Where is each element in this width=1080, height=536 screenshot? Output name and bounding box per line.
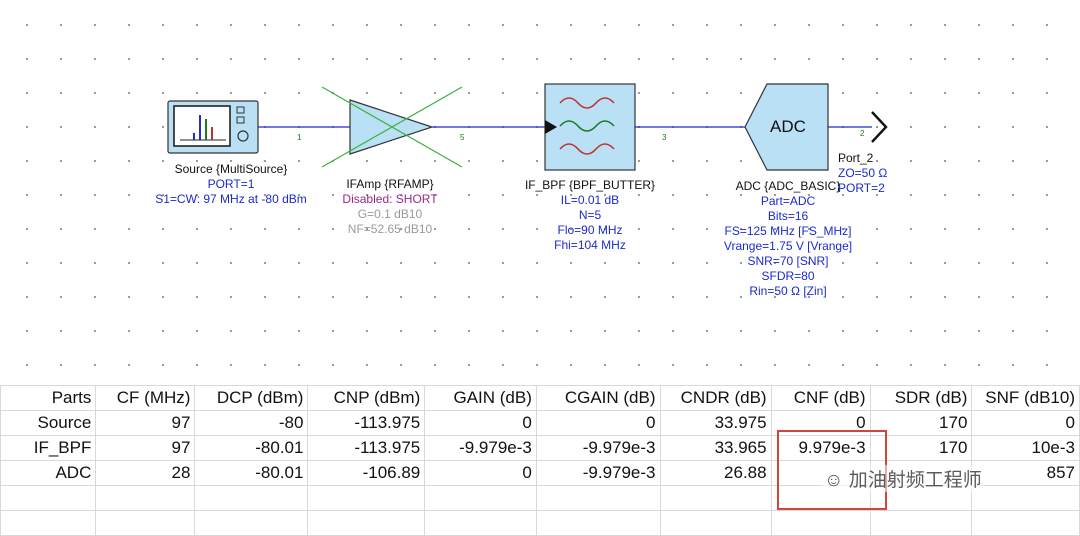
schematic-drawing bbox=[167, 83, 888, 171]
net-number-5: 5 bbox=[460, 133, 465, 142]
table-cell[interactable]: 0 bbox=[424, 460, 537, 486]
table-cell[interactable]: 97 bbox=[95, 435, 196, 461]
net-number-3: 3 bbox=[662, 133, 667, 142]
table-row-empty[interactable] bbox=[0, 510, 1080, 536]
column-header[interactable]: Parts bbox=[0, 385, 97, 411]
table-cell[interactable]: -106.89 bbox=[307, 460, 426, 486]
adc-component[interactable] bbox=[744, 83, 829, 171]
source-name: Source {MultiSource} bbox=[174, 162, 288, 176]
adc-snr: SNR=70 [SNR] bbox=[747, 254, 829, 268]
port2-zo: ZO=50 Ω bbox=[838, 166, 888, 180]
table-cell[interactable]: -80.01 bbox=[194, 460, 309, 486]
table-cell[interactable]: -80.01 bbox=[194, 435, 309, 461]
bpf-flo: Flo=90 MHz bbox=[557, 223, 623, 237]
table-cell[interactable]: 26.88 bbox=[659, 460, 772, 486]
table-cell[interactable]: 33.975 bbox=[659, 410, 772, 436]
watermark: ☺ 加油射频工程师 bbox=[822, 465, 984, 492]
results-table-panel[interactable]: Parts CF (MHz) DCP (dBm) CNP (dBm) GAIN … bbox=[0, 385, 1080, 536]
table-cell[interactable]: 0 bbox=[971, 410, 1080, 436]
ifamp-name: IFAmp {RFAMP} bbox=[346, 177, 434, 191]
table-cell[interactable]: 857 bbox=[971, 460, 1080, 486]
results-table[interactable]: Parts CF (MHz) DCP (dBm) CNP (dBm) GAIN … bbox=[0, 385, 1080, 536]
bpf-n: N=5 bbox=[578, 208, 602, 222]
adc-bits: Bits=16 bbox=[767, 209, 809, 223]
ifamp-nf: NF=52.65 dB10 bbox=[347, 222, 433, 236]
adc-vrange: Vrange=1.75 V [Vrange] bbox=[723, 239, 853, 253]
ifamp-labels: IFAmp {RFAMP} Disabled: SHORT G=0.1 dB10… bbox=[330, 177, 450, 237]
column-header[interactable]: CNDR (dB) bbox=[659, 385, 772, 411]
source-component[interactable] bbox=[167, 100, 259, 154]
ifamp-status: Disabled: SHORT bbox=[342, 192, 438, 206]
table-cell[interactable]: -113.975 bbox=[307, 410, 426, 436]
table-cell[interactable]: 33.965 bbox=[659, 435, 772, 461]
column-header[interactable]: SNF (dB10) bbox=[971, 385, 1080, 411]
port2-port: PORT=2 bbox=[838, 181, 885, 195]
adc-part: Part=ADC bbox=[760, 194, 816, 208]
column-header[interactable]: CNP (dBm) bbox=[307, 385, 426, 411]
adc-name: ADC {ADC_BASIC} bbox=[735, 179, 841, 193]
table-cell[interactable]: 97 bbox=[95, 410, 196, 436]
column-header[interactable]: GAIN (dB) bbox=[424, 385, 537, 411]
table-cell[interactable]: -9.979e-3 bbox=[535, 460, 661, 486]
column-header[interactable]: CF (MHz) bbox=[95, 385, 196, 411]
column-header[interactable]: CNF (dB) bbox=[770, 385, 871, 411]
table-cell[interactable]: -9.979e-3 bbox=[535, 435, 661, 461]
column-header[interactable]: SDR (dB) bbox=[869, 385, 973, 411]
adc-sfdr: SFDR=80 bbox=[761, 269, 815, 283]
wechat-icon: ☺ bbox=[824, 470, 844, 491]
net-number-2: 2 bbox=[860, 129, 865, 138]
source-port: PORT=1 bbox=[207, 177, 255, 191]
table-cell[interactable]: 0 bbox=[424, 410, 537, 436]
adc-rin: Rin=50 Ω [Zin] bbox=[749, 284, 827, 298]
bpf-component[interactable] bbox=[544, 83, 636, 171]
table-row[interactable]: Source 97 -80 -113.975 0 0 33.975 0 170 … bbox=[0, 410, 1080, 436]
bpf-fhi: Fhi=104 MHz bbox=[554, 238, 626, 252]
watermark-text: 加油射频工程师 bbox=[848, 470, 982, 491]
bpf-il: IL=0.01 dB bbox=[560, 193, 620, 207]
table-header-row: Parts CF (MHz) DCP (dBm) CNP (dBm) GAIN … bbox=[0, 385, 1080, 411]
table-cell[interactable]: -113.975 bbox=[307, 435, 426, 461]
ifamp-gain: G=0.1 dB10 bbox=[357, 207, 423, 221]
column-header[interactable]: DCP (dBm) bbox=[194, 385, 309, 411]
table-cell[interactable]: Source bbox=[0, 410, 97, 436]
bpf-name: IF_BPF {BPF_BUTTER} bbox=[524, 178, 656, 192]
table-cell[interactable]: -80 bbox=[194, 410, 309, 436]
ifamp-component[interactable] bbox=[321, 86, 463, 168]
adc-fs: FS=125 MHz [FS_MHz] bbox=[724, 224, 852, 238]
table-cell[interactable]: -9.979e-3 bbox=[424, 435, 537, 461]
table-cell[interactable]: 10e-3 bbox=[971, 435, 1080, 461]
table-row-empty[interactable] bbox=[0, 485, 1080, 511]
schematic-canvas[interactable]: 1 5 3 2 ADC Source {MultiSource} PORT=1 … bbox=[0, 0, 1080, 385]
table-cell[interactable]: IF_BPF bbox=[0, 435, 97, 461]
bpf-labels: IF_BPF {BPF_BUTTER} IL=0.01 dB N=5 Flo=9… bbox=[510, 178, 670, 253]
table-row[interactable]: IF_BPF 97 -80.01 -113.975 -9.979e-3 -9.9… bbox=[0, 435, 1080, 461]
source-labels: Source {MultiSource} PORT=1 S1=CW: 97 MH… bbox=[140, 162, 322, 207]
net-number-1: 1 bbox=[297, 133, 302, 142]
column-header[interactable]: CGAIN (dB) bbox=[535, 385, 661, 411]
adc-symbol-label: ADC bbox=[770, 117, 806, 136]
table-cell[interactable]: 0 bbox=[535, 410, 661, 436]
source-s1: S1=CW: 97 MHz at -80 dBm bbox=[155, 192, 307, 206]
port2-name: Port_2 bbox=[838, 151, 874, 165]
table-row[interactable]: ADC 28 -80.01 -106.89 0 -9.979e-3 26.88 … bbox=[0, 460, 1080, 486]
table-cell[interactable]: 28 bbox=[95, 460, 196, 486]
table-cell[interactable]: ADC bbox=[0, 460, 97, 486]
adc-labels: ADC {ADC_BASIC} Part=ADC Bits=16 FS=125 … bbox=[712, 179, 864, 299]
port2-arrow[interactable] bbox=[871, 111, 888, 143]
port2-labels: Port_2 ZO=50 Ω PORT=2 bbox=[838, 151, 902, 196]
